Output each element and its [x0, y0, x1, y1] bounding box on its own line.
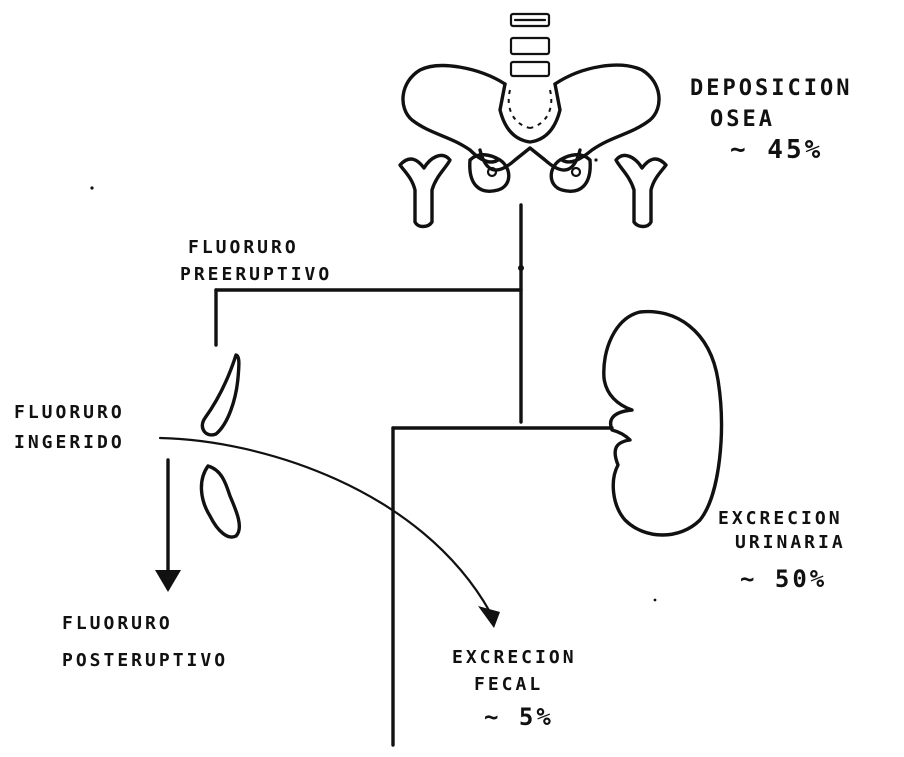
- stray-dot: [594, 158, 597, 161]
- urinary-percentage: ~ 50%: [740, 565, 827, 593]
- stray-dot: [654, 599, 657, 602]
- pelvis-spine-icon: [400, 65, 666, 226]
- tooth-crown-icon: [202, 355, 239, 435]
- preeruptive-line1: FLUORURO: [188, 237, 299, 258]
- urinary-line2: URINARIA: [735, 532, 846, 553]
- bone-percentage: ~ 45%: [730, 135, 823, 165]
- fecal-line1: EXCRECION: [452, 647, 577, 668]
- ingested-line1: FLUORURO: [14, 402, 125, 423]
- bone-title-line2: OSEA: [710, 107, 775, 132]
- spine-icon: [511, 14, 549, 76]
- tooth-root-icon: [201, 466, 239, 537]
- posteruptive-line2: POSTERUPTIVO: [62, 650, 228, 671]
- stray-dot: [90, 186, 93, 189]
- fecal-percentage: ~ 5%: [484, 703, 554, 731]
- posteruptive-arrow: [155, 460, 181, 592]
- fecal-line2: FECAL: [474, 674, 543, 695]
- bone-title-line1: DEPOSICION: [690, 76, 852, 101]
- urinary-line1: EXCRECION: [718, 508, 843, 529]
- kidney-icon: [604, 312, 722, 535]
- preeruptive-line2: PREERUPTIVO: [180, 264, 332, 285]
- ingested-line2: INGERIDO: [14, 432, 125, 453]
- posteruptive-line1: FLUORURO: [62, 613, 173, 634]
